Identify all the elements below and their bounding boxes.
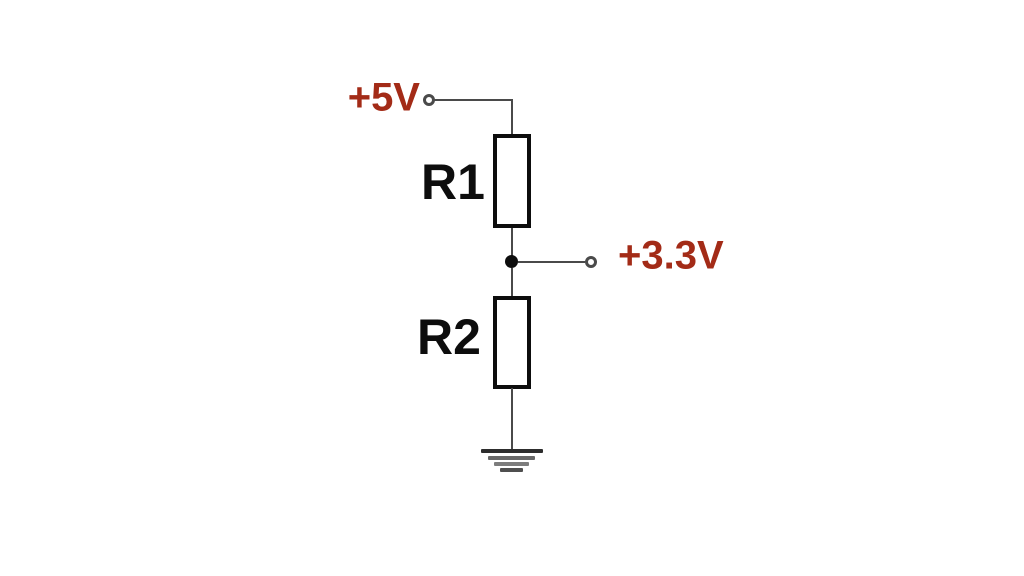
supply-voltage-label: +5V (347, 75, 420, 120)
wire-junction-to-output (518, 261, 585, 263)
resistor-r1-label: R1 (421, 153, 485, 210)
wire-junction-to-r2 (511, 268, 513, 297)
resistor-r2-label: R2 (417, 308, 481, 365)
resistor-r1-body (493, 134, 531, 228)
supply-terminal-icon (423, 94, 435, 106)
output-voltage-label: +3.3V (618, 233, 724, 278)
wire-r2-to-ground (511, 388, 513, 450)
junction-dot-icon (505, 255, 518, 268)
resistor-r2-body (493, 296, 531, 389)
ground-bar-2 (488, 456, 535, 460)
wire-supply-horizontal (434, 99, 513, 101)
ground-bar-1 (481, 449, 543, 453)
ground-bar-4 (500, 468, 523, 472)
wire-supply-to-r1 (511, 100, 513, 136)
output-terminal-icon (585, 256, 597, 268)
ground-bar-3 (494, 462, 529, 466)
wire-r1-to-junction (511, 228, 513, 258)
